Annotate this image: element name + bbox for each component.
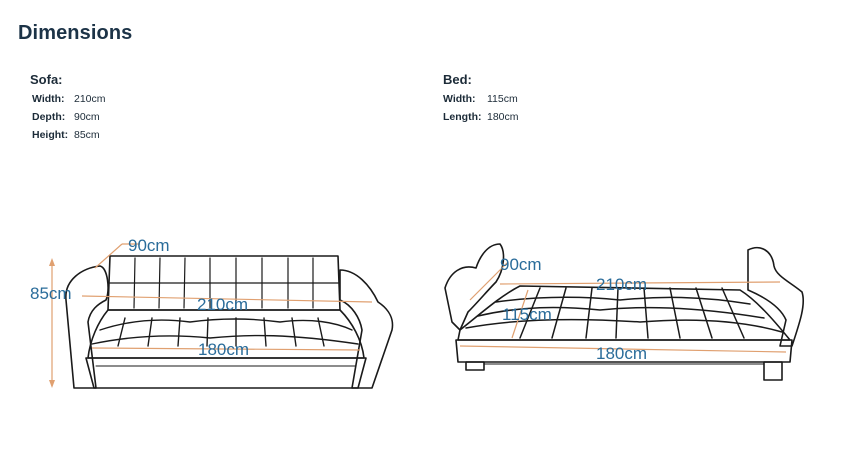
sofa-height-label: Height: — [32, 129, 69, 141]
bed-left-arm — [444, 243, 505, 331]
sofa-illustration — [65, 255, 394, 389]
bed-length-label: Length: — [443, 111, 482, 123]
sofa-height-row: Height: 85cm — [32, 126, 106, 144]
bed-spec-block: Bed: Width: 115cm Length: 180cm — [443, 72, 519, 126]
bed-seat-dimension: 180cm — [596, 344, 647, 363]
sofa-seat-tufting — [91, 317, 359, 347]
bed-right-arm — [747, 246, 805, 347]
sofa-width-row: Width: 210cm — [32, 90, 106, 108]
bed-depth-dimension: 90cm — [500, 255, 542, 274]
sofa-depth-dimension: 90cm — [128, 236, 170, 255]
sofa-spec-block: Sofa: Width: 210cm Depth: 90cm Height: 85cm — [30, 72, 106, 144]
bed-length-row: Length: 180cm — [443, 108, 519, 126]
bed-dimension-lines — [459, 261, 787, 353]
sofa-left-arm — [65, 265, 109, 389]
bed-width-row: Width: 115cm — [443, 90, 519, 108]
sofa-width-value: 210cm — [74, 93, 106, 105]
sofa-backrest-tufting — [109, 257, 339, 309]
sofa-dimension-arrows — [49, 258, 55, 388]
sofa-heading: Sofa: — [30, 72, 63, 87]
sofa-height-value: 85cm — [74, 129, 100, 141]
bed-illustration — [444, 243, 805, 381]
bed-mattress-tufting — [465, 287, 783, 339]
sofa-depth-value: 90cm — [74, 111, 100, 123]
sofa-depth-row: Depth: 90cm — [32, 108, 106, 126]
bed-width-label: Width: — [443, 93, 476, 105]
bed-width-dimension: 115cm — [502, 305, 552, 324]
page-title: Dimensions — [18, 22, 133, 44]
sofa-height-dimension: 85cm — [30, 284, 72, 303]
bed-mattress — [457, 285, 791, 341]
bed-heading: Bed: — [443, 72, 472, 87]
sofa-depth-label: Depth: — [32, 111, 66, 123]
sofa-width-dimension: 210cm — [197, 295, 248, 314]
bed-frame — [455, 339, 793, 363]
sofa-seat-dimension: 180cm — [198, 340, 249, 359]
bed-length-dimension: 210cm — [596, 275, 647, 294]
bed-length-value: 180cm — [487, 111, 519, 123]
sofa-width-label: Width: — [32, 93, 65, 105]
bed-width-value: 115cm — [487, 93, 518, 105]
sofa-right-arm — [339, 269, 394, 389]
sofa-base — [85, 357, 367, 389]
sofa-dimension-lines — [51, 243, 373, 386]
